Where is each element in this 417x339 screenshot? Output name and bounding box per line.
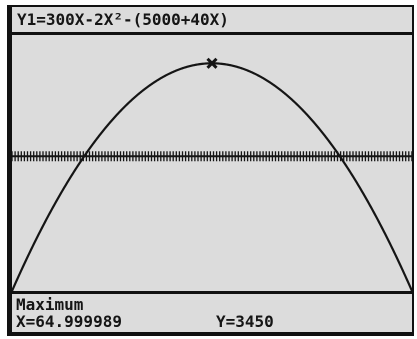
x-axis — [12, 151, 412, 162]
status-panel: Maximum X=64.999989 Y=3450 — [12, 291, 412, 332]
x-value-readout: X=64.999989 — [16, 312, 122, 331]
calculator-screen: Y1=300X-2X²-(5000+40X) Maximum X=64.9999… — [7, 5, 414, 336]
equation-display: Y1=300X-2X²-(5000+40X) — [12, 7, 412, 35]
x-cursor-icon — [206, 57, 218, 69]
maximum-label: Maximum — [16, 295, 84, 314]
y-value-readout: Y=3450 — [216, 312, 274, 331]
x-cursor-stroke — [206, 57, 218, 69]
function-curve — [12, 62, 412, 291]
graph-area — [12, 57, 412, 291]
